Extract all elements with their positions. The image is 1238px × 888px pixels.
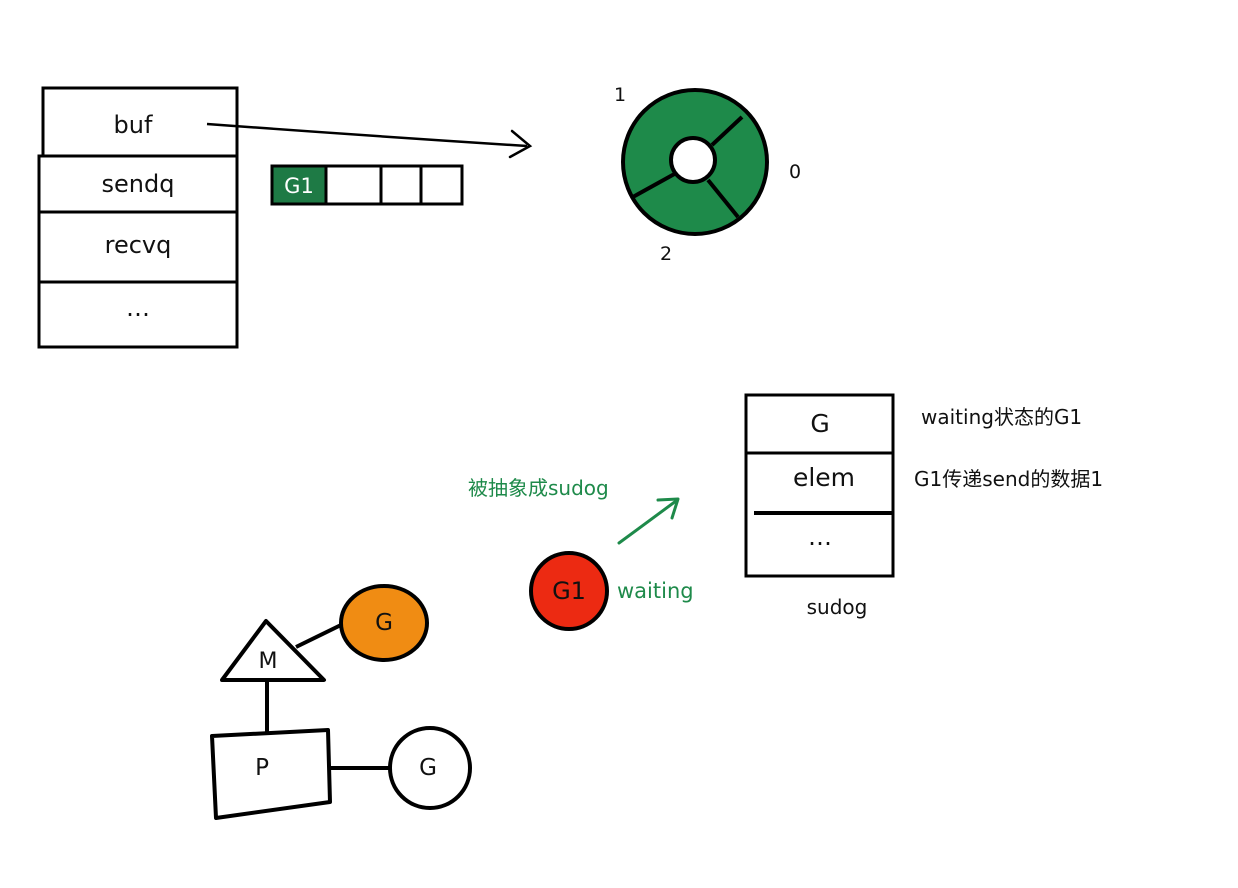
buf-pointer-arrow — [206, 122, 533, 159]
hchan-field-recvq-label: recvq — [105, 231, 172, 259]
sudog-struct: G elem … sudog waiting状态的G1 G1传递send的数据1 — [744, 393, 1103, 619]
goroutine-g1-label: G1 — [552, 577, 586, 605]
sudog-note-elem: G1传递send的数据1 — [914, 467, 1103, 491]
machine-label: M — [259, 649, 278, 674]
hchan-field-more: … — [37, 280, 239, 349]
hchan-field-sendq: sendq — [37, 154, 239, 214]
sendq-queue: G1 — [270, 164, 464, 206]
sendq-slot-empty — [379, 164, 423, 206]
hchan-field-more-label: … — [126, 294, 150, 322]
abstraction-label: 被抽象成sudog — [468, 476, 609, 500]
goroutine-g1: G1 — [529, 551, 609, 631]
running-goroutine — [339, 584, 429, 662]
sendq-slot-g1-label: G1 — [284, 174, 314, 198]
sudog-field-g-label: G — [810, 409, 829, 438]
sendq-slot-empty — [419, 164, 464, 206]
sudog-box — [744, 393, 895, 578]
gmp-model: M G P G — [210, 584, 472, 820]
machine-triangle — [220, 619, 326, 682]
ring-slot-label-0: 0 — [789, 161, 801, 183]
hchan-field-buf-label: buf — [114, 111, 153, 139]
processor-label: P — [255, 755, 269, 781]
sudog-field-elem-label: elem — [793, 463, 855, 492]
ring-buffer: 1 0 2 — [614, 84, 801, 265]
ring-buffer-divider — [710, 115, 744, 147]
sudog-caption: sudog — [807, 595, 868, 619]
ring-buffer-divider — [630, 170, 679, 200]
sudog-note-g: waiting状态的G1 — [921, 405, 1082, 429]
hchan-field-buf: buf — [41, 86, 239, 158]
sendq-slot-empty — [324, 164, 383, 206]
queued-goroutine-label: G — [419, 755, 437, 781]
processor-box — [210, 728, 332, 820]
hchan-field-sendq-label: sendq — [102, 170, 175, 198]
ring-slot-label-2: 2 — [660, 243, 672, 265]
running-goroutine-label: G — [375, 610, 393, 636]
abstraction-arrow — [617, 497, 680, 545]
goroutine-g1-circle — [529, 551, 609, 631]
hchan-struct: buf sendq recvq … — [37, 86, 239, 349]
ring-buffer-divider — [706, 178, 740, 219]
sudog-field-more-label: … — [808, 523, 832, 551]
hchan-field-recvq: recvq — [37, 210, 239, 284]
goroutine-g1-state: waiting — [617, 579, 694, 603]
ring-buffer-hole — [669, 136, 717, 184]
queued-goroutine — [388, 726, 472, 810]
ring-slot-label-1: 1 — [614, 84, 626, 106]
